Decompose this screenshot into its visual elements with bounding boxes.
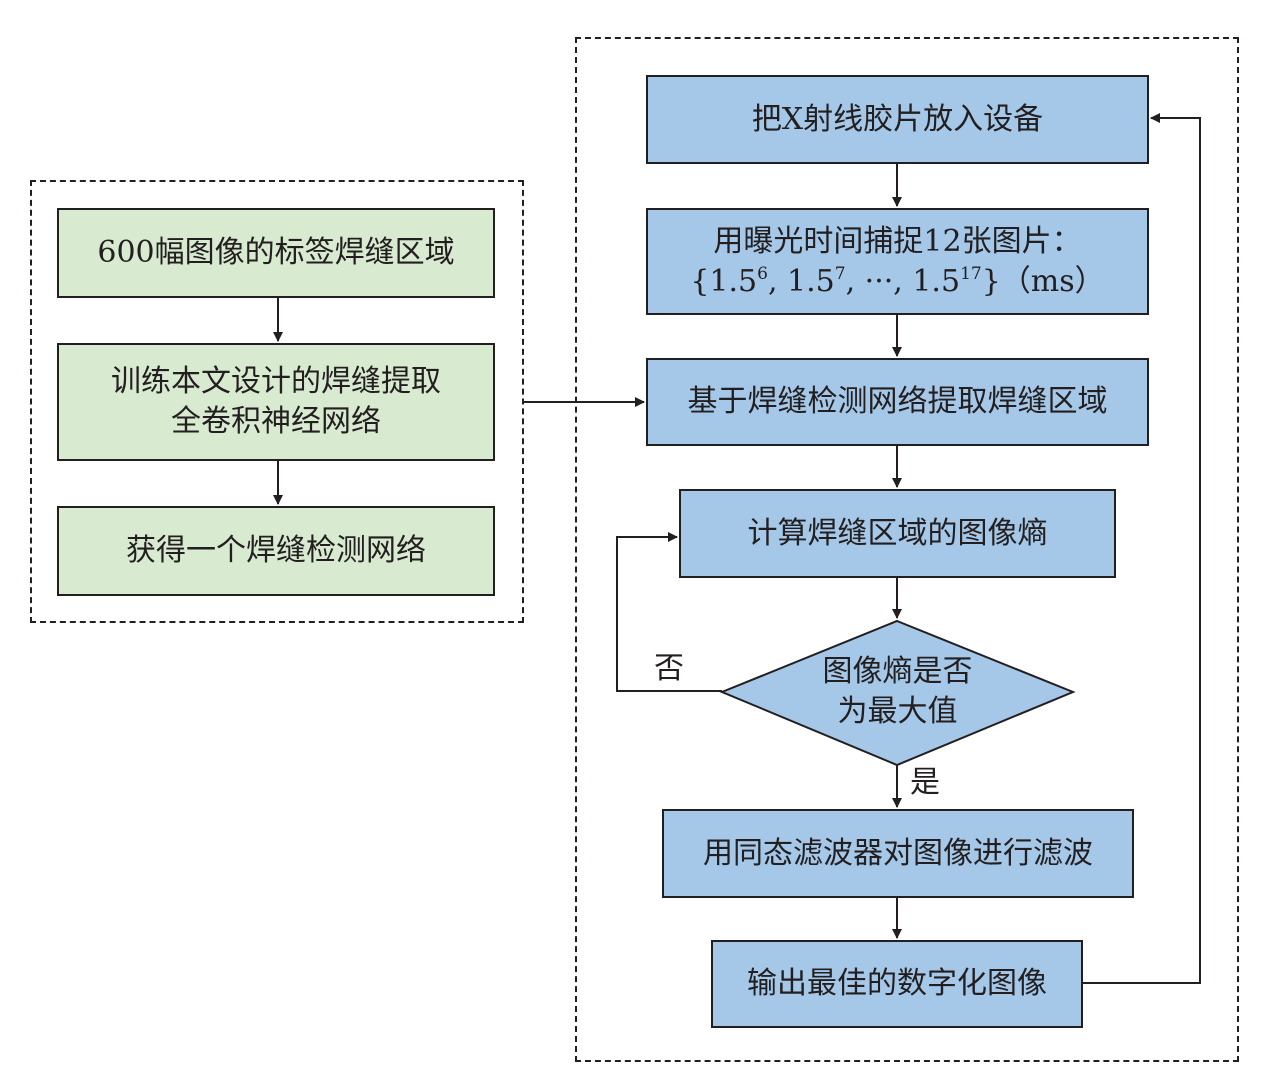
step-capture-images: 用曝光时间捕捉12张图片： {1.56, 1.57, ···, 1.517}（m…	[646, 208, 1149, 315]
step-filter-text: 用同态滤波器对图像进行滤波	[703, 835, 1093, 871]
step-train-network: 训练本文设计的焊缝提取 全卷积神经网络	[57, 343, 495, 461]
step-train-network-line2: 全卷积神经网络	[171, 404, 381, 439]
arrow-feedback-loop	[1082, 113, 1201, 984]
step-label-weld-regions-text: 600幅图像的标签焊缝区域	[97, 235, 455, 270]
decision-line1: 图像熵是否	[822, 654, 973, 689]
step-obtain-detector-text: 获得一个焊缝检测网络	[126, 533, 426, 568]
exponent-17: 17	[960, 263, 982, 284]
step-place-film: 把X射线胶片放入设备	[646, 75, 1149, 164]
step-output-text: 输出最佳的数字化图像	[747, 966, 1047, 1001]
left-group-frame	[30, 180, 524, 623]
exponent-7: 7	[834, 263, 846, 284]
right-group-frame	[575, 37, 1239, 1062]
decision-line2: 为最大值	[837, 694, 958, 729]
step-homomorphic-filter: 用同态滤波器对图像进行滤波	[662, 809, 1134, 898]
step-extract-weld-region: 基于焊缝检测网络提取焊缝区域	[646, 358, 1149, 446]
decision-text: 图像熵是否 为最大值	[780, 652, 1015, 732]
step-label-weld-regions: 600幅图像的标签焊缝区域	[57, 208, 495, 298]
label-no: 否	[654, 651, 684, 686]
step-extract-text: 基于焊缝检测网络提取焊缝区域	[687, 384, 1108, 419]
step-compute-entropy: 计算焊缝区域的图像熵	[679, 489, 1116, 578]
step-compute-entropy-text: 计算焊缝区域的图像熵	[747, 515, 1048, 551]
step-obtain-detector: 获得一个焊缝检测网络	[57, 506, 495, 596]
step-output-image: 输出最佳的数字化图像	[711, 940, 1083, 1028]
exponent-6: 6	[757, 263, 768, 284]
label-yes: 是	[910, 765, 940, 800]
step-capture-line2: {1.56, 1.57, ···, 1.517}（ms）	[690, 263, 1105, 299]
decision-diamond	[719, 619, 1076, 767]
arrow-no-loop	[616, 532, 722, 692]
step-place-film-text: 把X射线胶片放入设备	[751, 101, 1044, 137]
step-train-network-line1: 训练本文设计的焊缝提取	[111, 364, 441, 399]
step-capture-line1: 用曝光时间捕捉12张图片：	[713, 223, 1082, 259]
